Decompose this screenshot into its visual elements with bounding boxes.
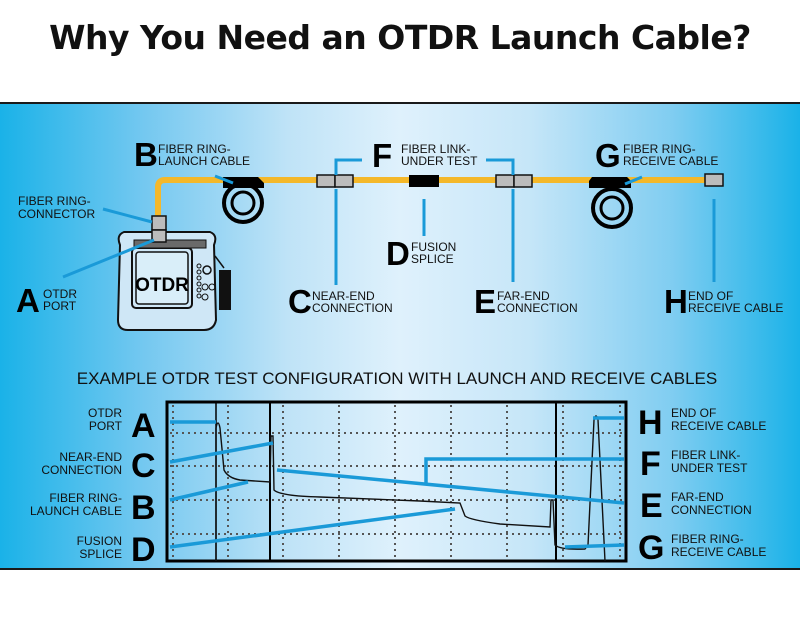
svg-text:PORT: PORT bbox=[89, 419, 123, 433]
svg-text:FIBER RING-: FIBER RING- bbox=[49, 491, 122, 505]
label-e-far-end: E FAR-END CONNECTION bbox=[474, 283, 578, 320]
legend-right-e: E FAR-END CONNECTION bbox=[640, 487, 752, 525]
svg-text:B: B bbox=[134, 136, 158, 173]
svg-text:F: F bbox=[640, 445, 661, 483]
svg-text:RECEIVE CABLE: RECEIVE CABLE bbox=[623, 154, 718, 168]
svg-text:RECEIVE CABLE: RECEIVE CABLE bbox=[671, 419, 766, 433]
label-a-otdr-port: A OTDR PORT bbox=[16, 282, 77, 319]
svg-text:END OF: END OF bbox=[671, 406, 716, 420]
trace-callout-c bbox=[169, 441, 274, 464]
svg-text:OTDR: OTDR bbox=[43, 287, 77, 301]
svg-text:SPLICE: SPLICE bbox=[79, 547, 122, 561]
svg-text:C: C bbox=[288, 283, 312, 320]
legend-left-b: B FIBER RING- LAUNCH CABLE bbox=[30, 489, 156, 527]
trace-subtitle: EXAMPLE OTDR TEST CONFIGURATION WITH LAU… bbox=[77, 369, 717, 388]
otdr-device-icon bbox=[116, 231, 231, 331]
otdr-port bbox=[151, 229, 167, 243]
svg-text:FIBER LINK-: FIBER LINK- bbox=[671, 448, 740, 462]
legend-left-a: A OTDR PORT bbox=[88, 406, 156, 445]
legend-left-d: D FUSION SPLICE bbox=[77, 531, 156, 569]
svg-text:A: A bbox=[16, 282, 40, 319]
svg-text:FIBER RING-: FIBER RING- bbox=[18, 194, 91, 208]
label-h-end-of-receive: H END OF RECEIVE CABLE bbox=[664, 283, 783, 320]
svg-text:C: C bbox=[131, 447, 156, 485]
svg-text:FIBER RING-: FIBER RING- bbox=[671, 532, 744, 546]
svg-text:FIBER RING-: FIBER RING- bbox=[623, 142, 696, 156]
svg-text:NEAR-END: NEAR-END bbox=[312, 289, 375, 303]
label-g-receive-cable: G FIBER RING- RECEIVE CABLE bbox=[595, 137, 718, 174]
trace-callout-d bbox=[169, 507, 456, 549]
trace-callout-g bbox=[564, 543, 625, 549]
otdr-screen-label: OTDR bbox=[135, 275, 189, 296]
svg-text:OTDR: OTDR bbox=[88, 406, 122, 420]
svg-text:CONNECTION: CONNECTION bbox=[497, 301, 578, 315]
top-callout-lines bbox=[62, 158, 716, 285]
svg-text:H: H bbox=[638, 404, 663, 442]
svg-text:PORT: PORT bbox=[43, 299, 77, 313]
svg-text:FIBER LINK-: FIBER LINK- bbox=[401, 142, 470, 156]
trace-callout-b bbox=[169, 480, 249, 502]
fusion-splice-icon bbox=[409, 175, 439, 187]
receive-end-connector-icon bbox=[704, 173, 724, 187]
svg-text:NEAR-END: NEAR-END bbox=[59, 450, 122, 464]
svg-text:END OF: END OF bbox=[688, 289, 733, 303]
svg-text:H: H bbox=[664, 283, 688, 320]
svg-text:D: D bbox=[386, 235, 410, 272]
svg-text:FAR-END: FAR-END bbox=[497, 289, 550, 303]
near-end-connector-icon bbox=[316, 174, 354, 188]
label-fiber-ring-connector: FIBER RING- CONNECTOR bbox=[18, 194, 95, 221]
svg-text:CONNECTOR: CONNECTOR bbox=[18, 207, 95, 221]
svg-text:E: E bbox=[474, 283, 496, 320]
launch-cable-spool-icon bbox=[222, 177, 264, 224]
svg-text:RECEIVE CABLE: RECEIVE CABLE bbox=[688, 301, 783, 315]
label-f-link-under-test: F FIBER LINK- UNDER TEST bbox=[372, 137, 478, 174]
far-end-connector-icon bbox=[495, 174, 533, 188]
legend-right-f: F FIBER LINK- UNDER TEST bbox=[640, 445, 748, 483]
legend-left-c: C NEAR-END CONNECTION bbox=[41, 447, 155, 485]
svg-text:E: E bbox=[640, 487, 663, 525]
svg-text:G: G bbox=[638, 529, 664, 567]
label-c-near-end: C NEAR-END CONNECTION bbox=[288, 283, 393, 320]
legend-right-g: G FIBER RING- RECEIVE CABLE bbox=[638, 529, 766, 567]
label-b-launch-cable: B FIBER RING- LAUNCH CABLE bbox=[134, 136, 250, 173]
page-title: Why You Need an OTDR Launch Cable? bbox=[49, 18, 751, 57]
trace-plot bbox=[165, 400, 628, 563]
svg-text:FUSION: FUSION bbox=[77, 534, 122, 548]
svg-text:UNDER TEST: UNDER TEST bbox=[401, 154, 478, 168]
trace-callout-e bbox=[276, 468, 625, 505]
svg-text:F: F bbox=[372, 137, 392, 174]
svg-text:UNDER TEST: UNDER TEST bbox=[671, 461, 748, 475]
otdr-trace-line bbox=[215, 415, 606, 562]
fiber-cable bbox=[155, 177, 712, 218]
svg-text:FUSION: FUSION bbox=[411, 240, 456, 254]
svg-text:CONNECTION: CONNECTION bbox=[671, 503, 752, 517]
svg-text:SPLICE: SPLICE bbox=[411, 252, 454, 266]
svg-text:A: A bbox=[131, 407, 156, 445]
svg-text:LAUNCH CABLE: LAUNCH CABLE bbox=[30, 504, 122, 518]
fiber-ring-connector bbox=[151, 215, 167, 231]
svg-text:CONNECTION: CONNECTION bbox=[312, 301, 393, 315]
legend-right-h: H END OF RECEIVE CABLE bbox=[638, 404, 766, 442]
svg-text:G: G bbox=[595, 137, 621, 174]
label-d-fusion-splice: D FUSION SPLICE bbox=[386, 235, 456, 272]
receive-cable-spool-icon bbox=[589, 177, 633, 229]
svg-text:FIBER RING-: FIBER RING- bbox=[158, 142, 231, 156]
svg-text:CONNECTION: CONNECTION bbox=[41, 463, 122, 477]
svg-text:B: B bbox=[131, 489, 156, 527]
svg-text:RECEIVE CABLE: RECEIVE CABLE bbox=[671, 545, 766, 559]
svg-text:FAR-END: FAR-END bbox=[671, 490, 724, 504]
trace-callout-f bbox=[424, 457, 624, 483]
svg-text:D: D bbox=[131, 531, 156, 569]
svg-text:LAUNCH CABLE: LAUNCH CABLE bbox=[158, 154, 250, 168]
